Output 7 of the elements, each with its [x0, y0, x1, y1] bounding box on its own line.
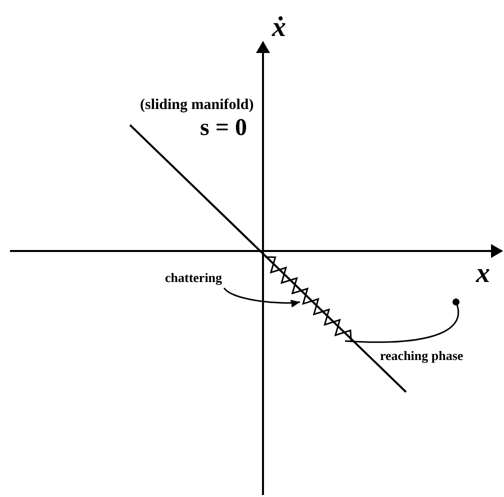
phase-label: reaching phase	[380, 348, 464, 364]
manifold-label: (sliding manifold)	[140, 97, 254, 114]
axis-label: ẋ	[272, 12, 286, 44]
axis-label: x	[476, 258, 490, 290]
leader-line	[224, 287, 300, 308]
equation-label: s = 0	[200, 115, 248, 142]
annotation-label: chattering	[165, 270, 222, 286]
